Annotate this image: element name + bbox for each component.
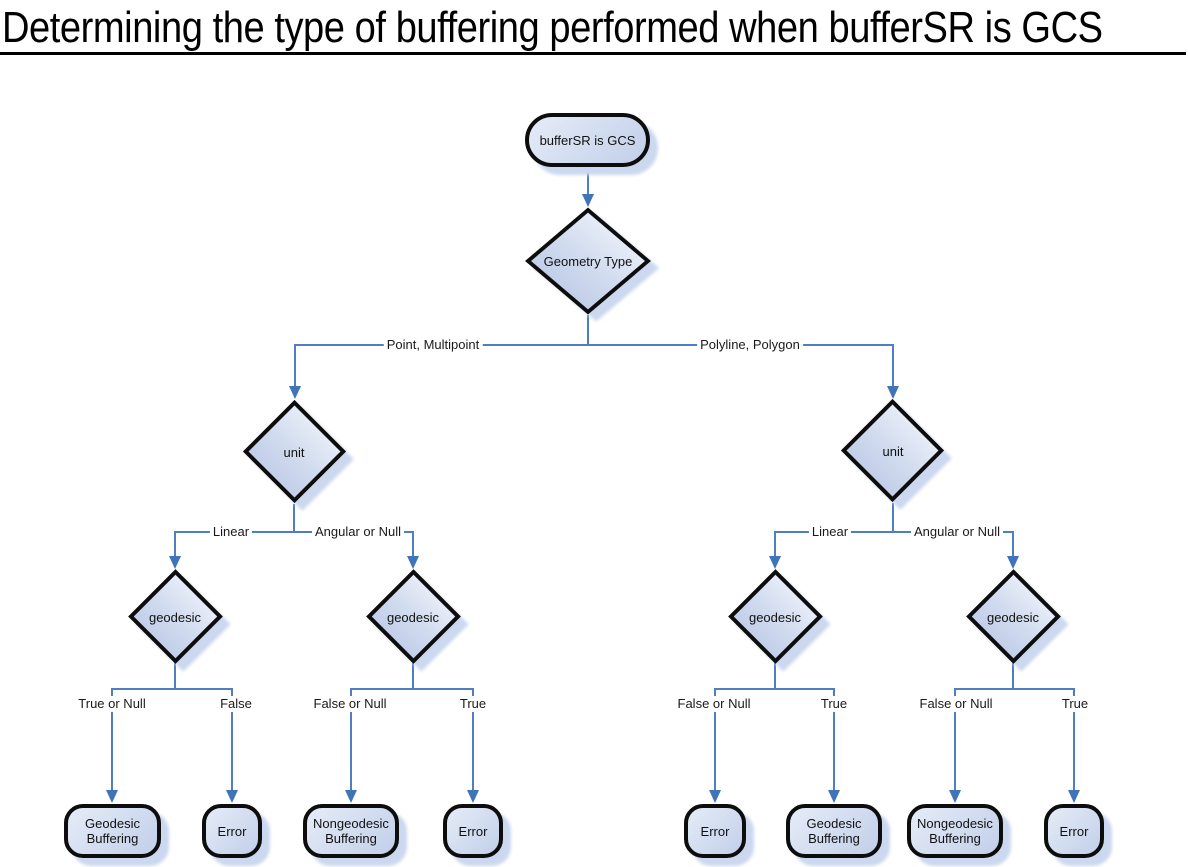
connector-geodesic-1-stub bbox=[174, 662, 176, 690]
arrowhead-icon bbox=[289, 386, 301, 399]
terminal-error-1: Error bbox=[202, 804, 262, 858]
decision-geodesic-3-label: geodesic bbox=[748, 609, 802, 625]
connector-to-terminal-2 bbox=[231, 688, 233, 791]
arrowhead-icon bbox=[1068, 790, 1080, 803]
terminal-label: Error bbox=[217, 823, 247, 839]
branch-rail-geodesic-1 bbox=[111, 688, 233, 690]
connector-to-geodesic-3 bbox=[774, 531, 776, 558]
arrowhead-icon bbox=[169, 556, 181, 569]
connector-to-terminal-8 bbox=[1073, 688, 1075, 791]
decision-unit-right-label: unit bbox=[882, 443, 904, 459]
connector-unit-right-stub bbox=[892, 503, 894, 533]
connector-to-geodesic-4 bbox=[1012, 531, 1014, 558]
terminal-error-4: Error bbox=[1044, 804, 1104, 858]
terminal-label: Nongeodesic Buffering bbox=[917, 816, 993, 846]
arrowhead-icon bbox=[345, 790, 357, 803]
edge-label-true-1: True bbox=[456, 696, 490, 712]
edge-label-point-multipoint: Point, Multipoint bbox=[383, 337, 483, 353]
arrowhead-icon bbox=[769, 556, 781, 569]
connector-to-unit-right bbox=[892, 344, 894, 388]
arrowhead-icon bbox=[828, 790, 840, 803]
branch-rail-geodesic-3 bbox=[714, 688, 835, 690]
terminal-nongeodesic-buffering-2: Nongeodesic Buffering bbox=[907, 804, 1003, 858]
arrowhead-icon bbox=[407, 556, 419, 569]
connector-geometry-stub bbox=[587, 315, 589, 346]
decision-geometry-type-label: Geometry Type bbox=[543, 253, 633, 269]
terminal-error-3: Error bbox=[684, 804, 746, 858]
connector-to-terminal-5 bbox=[714, 688, 716, 791]
connector-to-geodesic-2 bbox=[412, 531, 414, 558]
arrowhead-icon bbox=[709, 790, 721, 803]
branch-rail-level2-right bbox=[774, 531, 1014, 533]
edge-label-false-or-null-1: False or Null bbox=[310, 696, 390, 712]
terminal-label: Error bbox=[458, 823, 488, 839]
decision-unit-left-label: unit bbox=[283, 444, 305, 460]
arrowhead-icon bbox=[949, 790, 961, 803]
terminal-label: Error bbox=[1059, 823, 1089, 839]
edge-label-polyline-polygon: Polyline, Polygon bbox=[697, 337, 803, 353]
edge-label-angular-right: Angular or Null bbox=[911, 524, 1003, 540]
arrowhead-icon bbox=[887, 386, 899, 399]
connector-to-terminal-1 bbox=[111, 688, 113, 791]
decision-geodesic-2-label: geodesic bbox=[386, 609, 440, 625]
connector-to-terminal-7 bbox=[954, 688, 956, 791]
terminal-error-2: Error bbox=[443, 804, 503, 858]
arrowhead-icon bbox=[106, 790, 118, 803]
edge-label-linear-left: Linear bbox=[209, 524, 253, 540]
edge-label-false: False bbox=[217, 696, 255, 712]
connector-to-terminal-3 bbox=[350, 688, 352, 791]
edge-label-false-or-null-3: False or Null bbox=[916, 696, 996, 712]
edge-label-false-or-null-2: False or Null bbox=[674, 696, 754, 712]
connector-to-terminal-4 bbox=[472, 688, 474, 791]
edge-label-linear-right: Linear bbox=[808, 524, 852, 540]
page-title-underline: Determining the type of buffering perfor… bbox=[0, 2, 1186, 55]
connector-geodesic-4-stub bbox=[1012, 662, 1014, 690]
terminal-nongeodesic-buffering-1: Nongeodesic Buffering bbox=[303, 804, 399, 858]
terminal-geodesic-buffering-1: Geodesic Buffering bbox=[64, 804, 161, 858]
start-node-label: bufferSR is GCS bbox=[539, 132, 636, 148]
connector-to-unit-left bbox=[294, 344, 296, 388]
connector-to-terminal-6 bbox=[833, 688, 835, 791]
start-node: bufferSR is GCS bbox=[525, 113, 650, 167]
arrowhead-icon bbox=[226, 790, 238, 803]
arrowhead-icon bbox=[467, 790, 479, 803]
connector-start-to-geometry bbox=[587, 167, 589, 196]
connector-geodesic-2-stub bbox=[412, 662, 414, 690]
branch-rail-level2-left bbox=[174, 531, 414, 533]
edge-label-true-3: True bbox=[1058, 696, 1092, 712]
edge-label-true-2: True bbox=[817, 696, 851, 712]
arrowhead-icon bbox=[582, 194, 594, 207]
connector-to-geodesic-1 bbox=[174, 531, 176, 558]
terminal-label: Error bbox=[700, 823, 730, 839]
connector-geodesic-3-stub bbox=[774, 662, 776, 690]
terminal-label: Geodesic Buffering bbox=[806, 816, 862, 846]
branch-rail-level1 bbox=[294, 344, 894, 346]
edge-label-angular-left: Angular or Null bbox=[312, 524, 404, 540]
terminal-label: Geodesic Buffering bbox=[85, 816, 140, 846]
branch-rail-geodesic-2 bbox=[350, 688, 474, 690]
decision-geodesic-4-label: geodesic bbox=[986, 609, 1040, 625]
terminal-geodesic-buffering-2: Geodesic Buffering bbox=[786, 804, 882, 858]
page-title: Determining the type of buffering perfor… bbox=[2, 2, 1103, 52]
decision-geodesic-1-label: geodesic bbox=[148, 609, 202, 625]
connector-unit-left-stub bbox=[293, 504, 295, 533]
edge-label-true-or-null: True or Null bbox=[75, 696, 149, 712]
terminal-label: Nongeodesic Buffering bbox=[313, 816, 389, 846]
branch-rail-geodesic-4 bbox=[954, 688, 1075, 690]
arrowhead-icon bbox=[1007, 556, 1019, 569]
